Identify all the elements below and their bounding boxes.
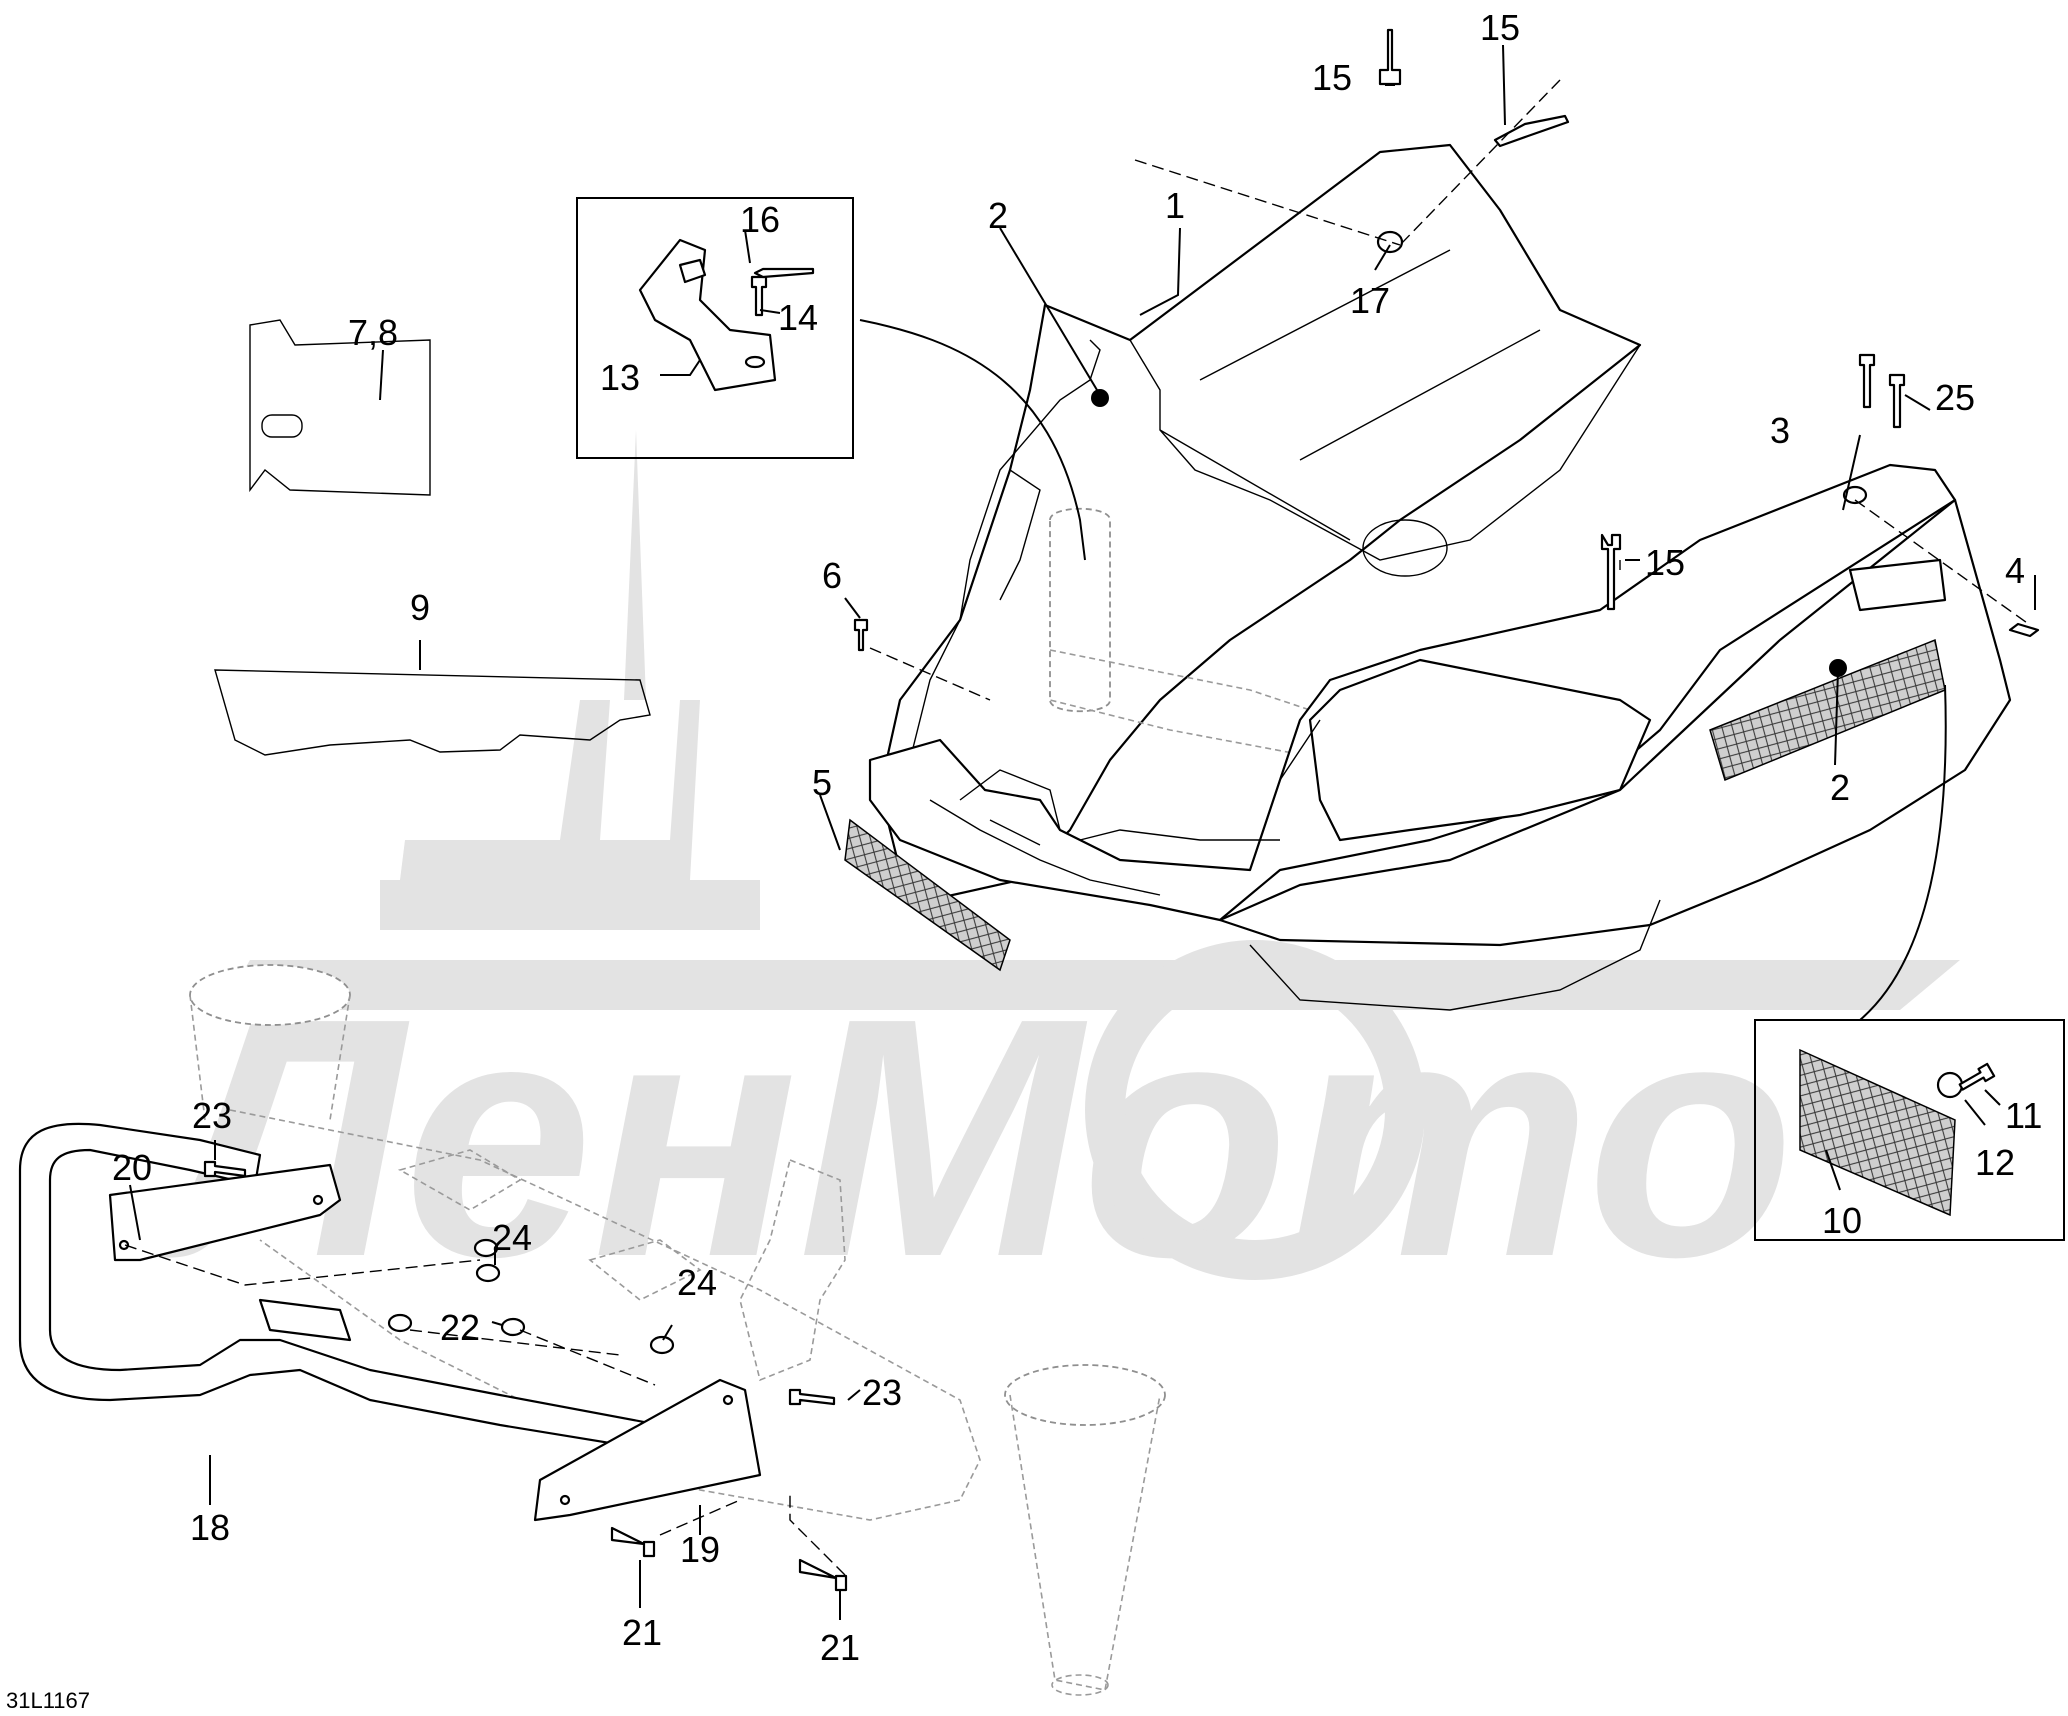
bracket-20 [108,1163,342,1262]
watermark: ЛенМото [149,430,1960,1328]
callout-14: 14 [778,297,818,338]
rivet-15-mid [1600,533,1622,611]
reflector-10 [1799,1048,1956,1217]
callout-12: 12 [1975,1142,2015,1183]
callout-17: 17 [1350,280,1390,321]
callout-13: 13 [600,357,640,398]
bolt-25-b [1888,373,1906,429]
callout-19: 19 [680,1529,720,1570]
marker-dot [1091,389,1109,407]
callout-21-left: 21 [622,1612,662,1653]
callout-2: 2 [988,195,1008,236]
callout-18: 18 [190,1507,230,1548]
bolt-23-right [788,1388,836,1406]
hardware-lower [203,1160,848,1592]
nut-24-b [475,1263,501,1283]
bolt-21-a [610,1526,656,1558]
washer-12 [1936,1071,1964,1099]
nut-24-a [473,1238,499,1258]
callout-3: 3 [1770,410,1790,451]
nut-22-a [387,1313,413,1333]
reflector-side [1848,558,1947,612]
bolt-21-b [798,1558,848,1592]
callout-24-right: 24 [677,1262,717,1303]
callout-9: 9 [410,587,430,628]
callout-11: 11 [2005,1095,2042,1136]
leader-lines [129,44,2036,1620]
bolt-23-left [203,1160,247,1178]
callout-10: 10 [1822,1200,1862,1241]
callouts: 1 2 2 3 4 5 6 7,8 9 10 11 12 13 14 15 15… [112,7,2042,1668]
callout-1: 1 [1165,185,1185,226]
callout-2-right: 2 [1830,767,1850,808]
callout-4: 4 [2005,550,2025,591]
screw-14 [750,275,768,317]
bracket-13 [638,238,777,392]
watermark-text: ЛенМото [149,948,1795,1328]
watermark-wheel [1085,940,1425,1280]
callout-20: 20 [112,1147,152,1188]
decal-7-8 [249,319,431,496]
bracket-tab [678,258,707,284]
nut-24-c [649,1335,675,1355]
screw-11 [1958,1062,1996,1091]
rivet-4 [2008,622,2040,638]
callout-22: 22 [440,1307,480,1348]
callout-6: 6 [822,555,842,596]
callout-16: 16 [740,199,780,240]
reflector-left-5 [844,818,1011,972]
watermark-baseline [220,960,1960,1010]
frame-ghost [189,964,1166,1696]
drawing-code: 31L1167 [6,1688,90,1713]
callout-25: 25 [1935,377,1975,418]
rivet-15-right [1493,114,1570,148]
washer-3 [1842,485,1868,505]
rivet-15-top [1378,28,1402,86]
callout-7-8: 7,8 [348,312,398,353]
grommet-17 [1376,230,1404,254]
front-bumper [844,463,2012,1011]
bracket-19 [533,1378,762,1522]
callout-23-right: 23 [862,1372,902,1413]
callout-5: 5 [812,762,832,803]
inset-bracket-detail [576,197,854,459]
decal-9 [214,669,651,756]
bumper-bar-18 [18,1122,747,1467]
marker-dot-right [1829,659,1847,677]
callout-24-left: 24 [492,1217,532,1258]
callout-15-right: 15 [1480,7,1520,48]
watermark-spire [380,430,760,930]
nut-22-b [500,1317,526,1337]
inset-reflector-detail [1754,1019,2065,1241]
steering-column-ghost [1049,507,1341,761]
callout-21-right: 21 [820,1627,860,1668]
callout-15-mid: 15 [1645,542,1685,583]
callout-15-top: 15 [1312,57,1352,98]
screw-6 [853,618,869,652]
brackets-19-20 [108,1163,762,1522]
rivet-16 [753,267,815,279]
bolt-25-a [1858,353,1876,409]
decal-slot [261,414,303,438]
fastener-rivets [853,28,2040,652]
callout-23-left: 23 [192,1095,232,1136]
